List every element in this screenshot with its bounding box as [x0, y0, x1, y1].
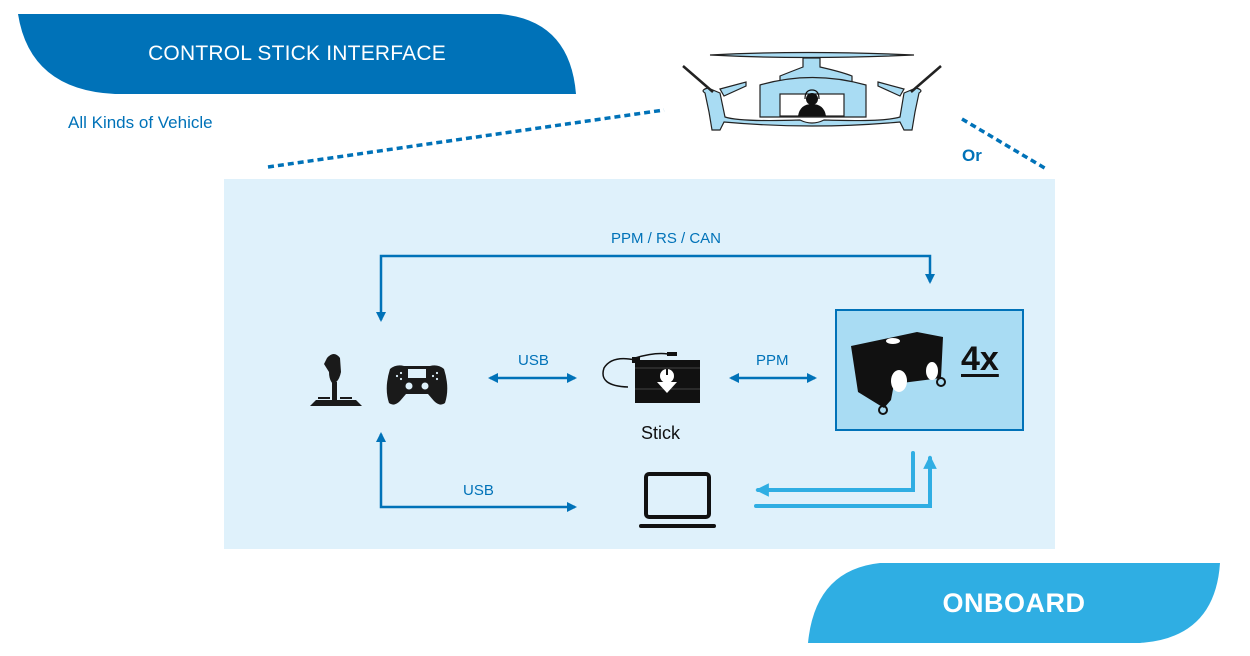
connector-usb-laptop: [376, 432, 577, 512]
usb-laptop-label: USB: [463, 482, 494, 499]
onboard-count-label: 4x: [961, 340, 999, 378]
dotted-line-right: [961, 117, 1049, 172]
subtitle: All Kinds of Vehicle: [68, 113, 213, 132]
gamepad-icon: [386, 365, 448, 405]
header-title: CONTROL STICK INTERFACE: [148, 42, 446, 65]
ppm-label: PPM: [756, 352, 789, 369]
connector-laptop-to-onboard: [754, 455, 937, 508]
joystick-icon: [310, 354, 362, 406]
dotted-line-left: [267, 108, 665, 169]
connector-onboard-to-laptop: [755, 451, 915, 497]
usb-stick-label: USB: [518, 352, 549, 369]
onboard-title: ONBOARD: [942, 587, 1086, 618]
stick-device-icon: [602, 352, 700, 403]
onboard-banner: [808, 563, 1220, 643]
stick-label: Stick: [641, 423, 681, 443]
connector-top-loop: [376, 254, 935, 322]
laptop-icon: [639, 472, 716, 528]
or-label: Or: [962, 146, 982, 165]
top-loop-label: PPM / RS / CAN: [611, 230, 722, 247]
header-banner: [18, 14, 576, 94]
evtol-aircraft-icon: [682, 51, 942, 131]
onboard-module-icon: [851, 332, 946, 415]
